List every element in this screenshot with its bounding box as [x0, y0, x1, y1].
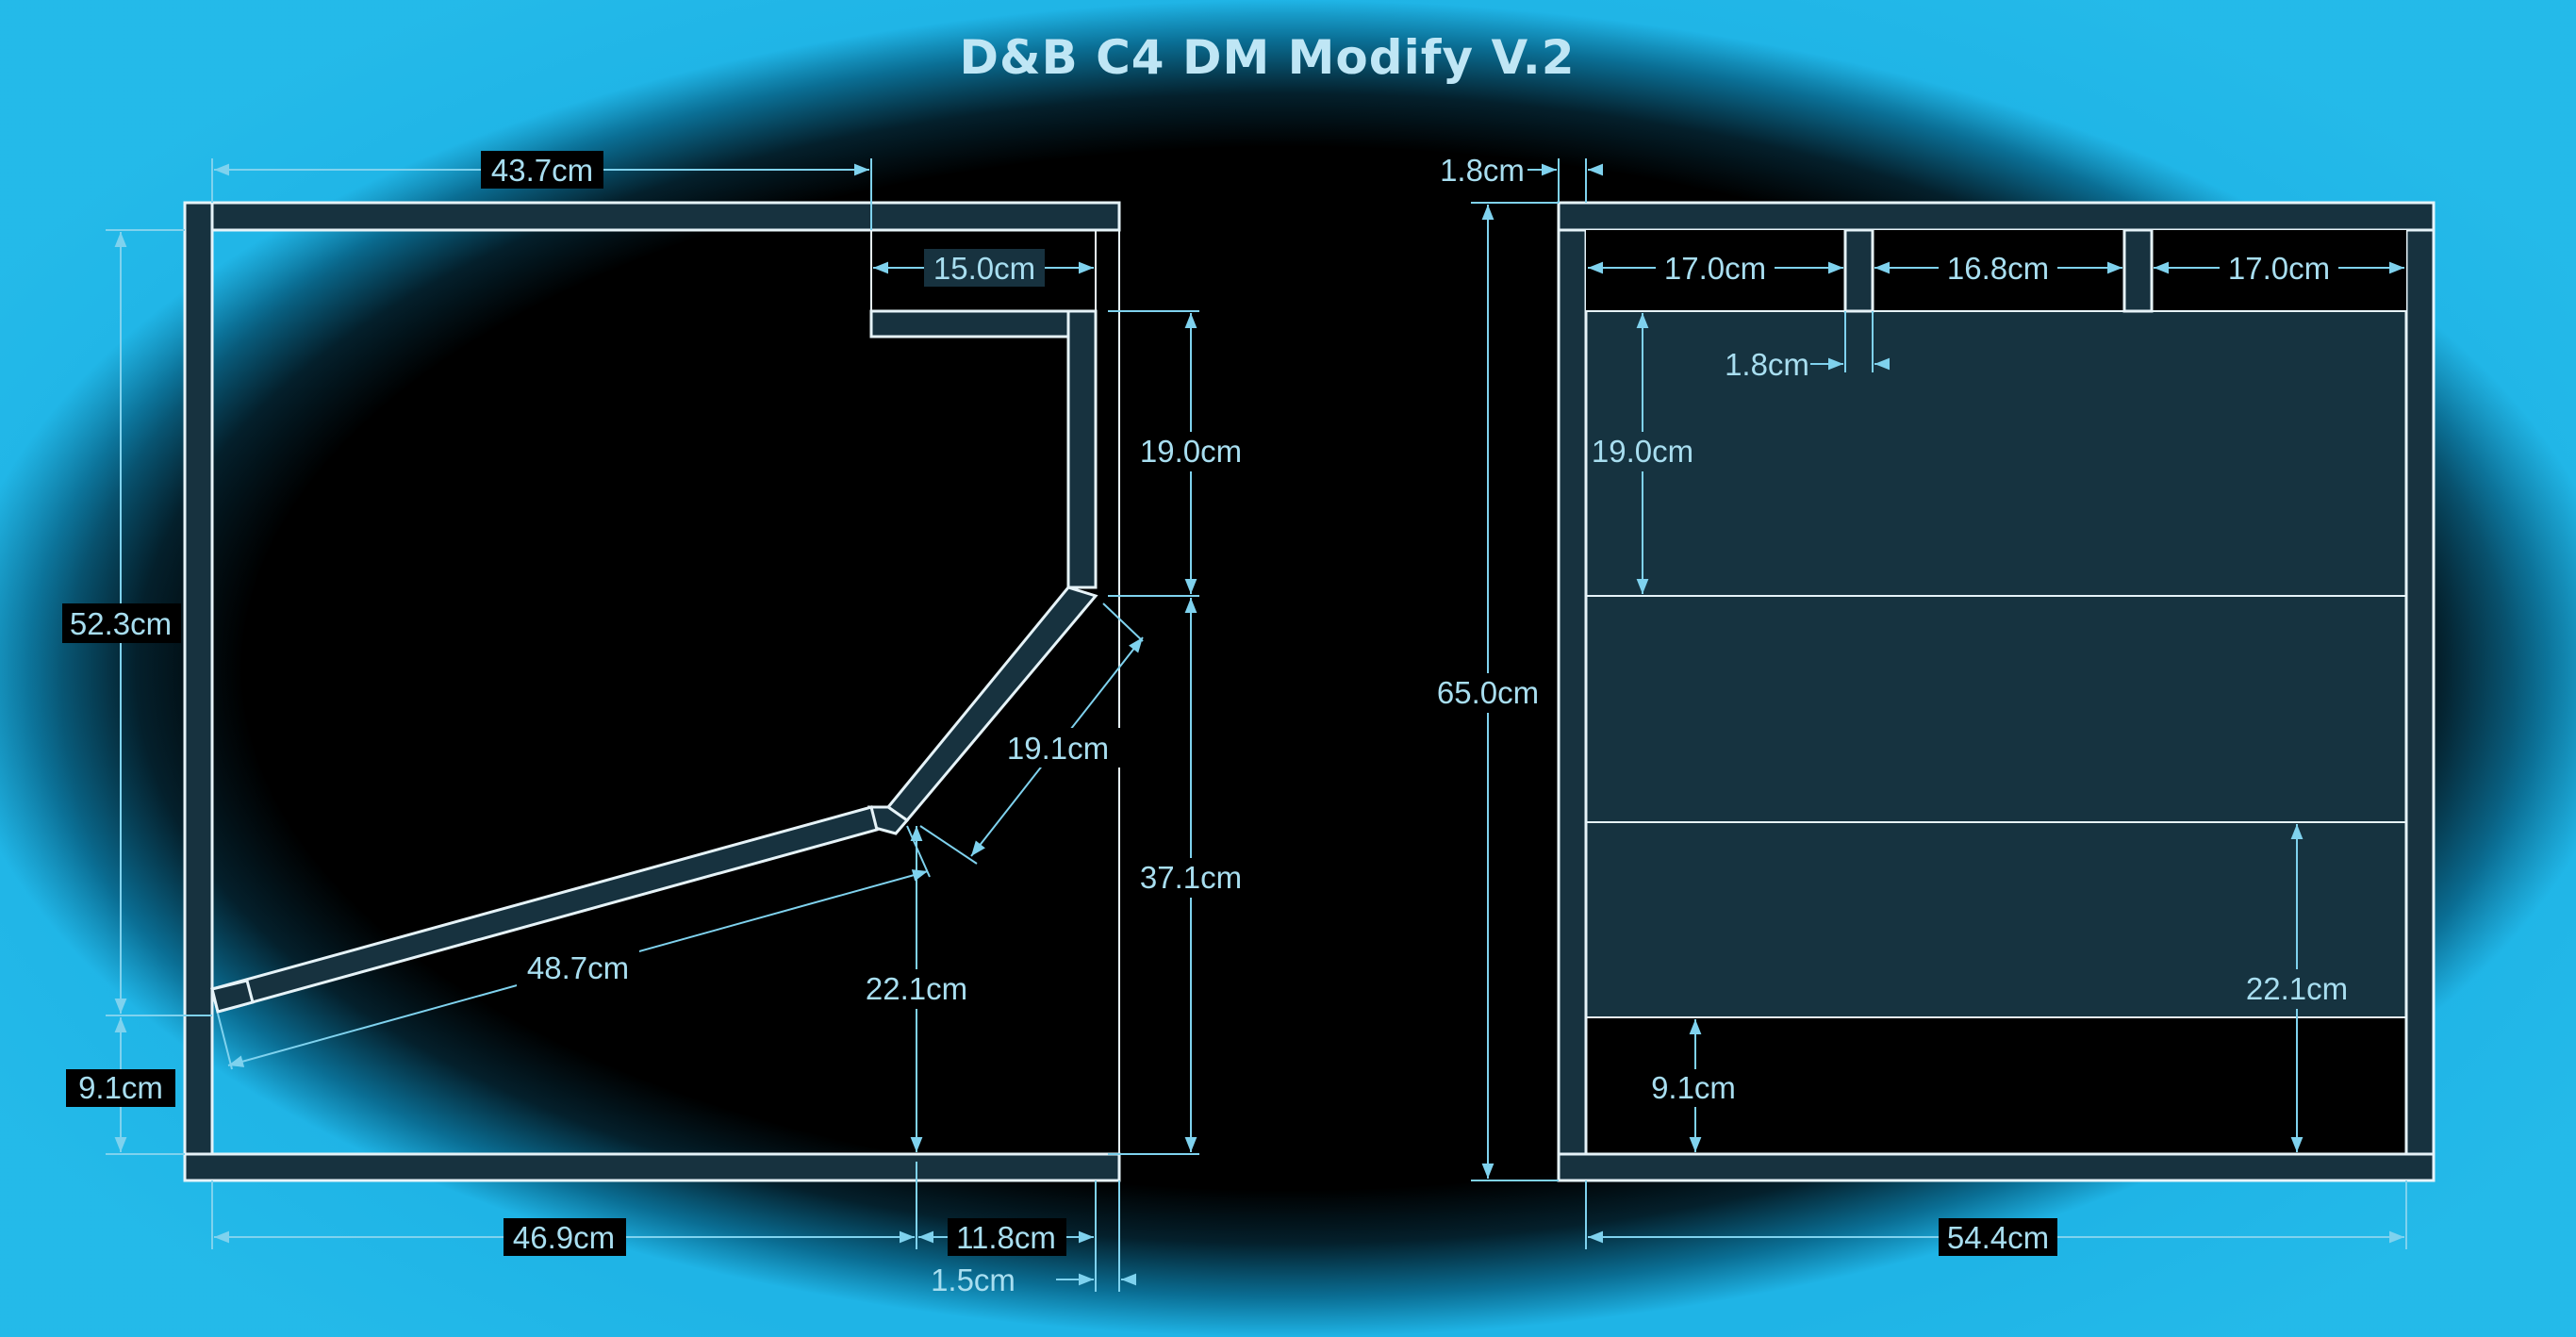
- front-view: 17.0cm 16.8cm 17.0cm 1.8cm 19.0cm 1.8cm …: [1428, 153, 2436, 1256]
- side-view: 43.7cm 15.0cm 52.3cm 9.1cm 19.0cm 37.1cm…: [62, 151, 1250, 1297]
- label-bg: [2237, 969, 2357, 1009]
- top-lip-board: [869, 309, 1098, 338]
- dim-label-col-right: 17.0cm: [2228, 251, 2330, 286]
- dim-label-col-mid: 16.8cm: [1947, 251, 2049, 286]
- label-bg: [1656, 249, 1775, 287]
- label-bg: [1592, 432, 1705, 471]
- dim-label-angled-panel: 19.1cm: [1007, 731, 1109, 766]
- dim-label-inner-height: 22.1cm: [866, 971, 967, 1006]
- dim-label-top-width: 43.7cm: [491, 153, 593, 188]
- label-bg: [856, 969, 977, 1009]
- label-bg: [1939, 1218, 2057, 1256]
- front-fill: [1586, 230, 2406, 1017]
- divider-right: [2122, 228, 2154, 313]
- front-bottom-board: [1557, 1152, 2436, 1182]
- label-bg: [1131, 858, 1250, 898]
- dim-label-front-board: 1.8cm: [1440, 153, 1525, 188]
- label-bg: [481, 151, 603, 189]
- label-bg: [2220, 249, 2338, 287]
- angled-board: [885, 586, 1098, 823]
- divider-left: [1843, 228, 1874, 313]
- label-bg: [504, 1218, 626, 1256]
- ext-line: [919, 825, 978, 865]
- dim-label-bottom-right: 11.8cm: [956, 1220, 1056, 1255]
- bottom-board: [183, 1152, 1121, 1182]
- dim-label-top-lip: 15.0cm: [933, 251, 1035, 286]
- dim-label-front-height: 65.0cm: [1437, 675, 1539, 710]
- front-top-board: [1557, 201, 2436, 232]
- dim-label-front-width: 54.4cm: [1947, 1220, 2049, 1255]
- front-vertical-board: [1066, 309, 1098, 589]
- label-bg: [1131, 432, 1250, 471]
- dim-label-upper-right: 19.0cm: [1140, 434, 1242, 469]
- label-bg: [948, 1218, 1066, 1256]
- dim-label-board: 1.5cm: [931, 1263, 1016, 1297]
- dim-label-bottom-gap: 9.1cm: [1651, 1070, 1736, 1105]
- label-bg: [517, 949, 639, 988]
- ext-line: [906, 825, 931, 878]
- dim-label-height: 52.3cm: [70, 606, 172, 641]
- label-bg: [924, 249, 1045, 287]
- front-left-board: [1557, 201, 1588, 1182]
- dim-label-divider: 1.8cm: [1725, 347, 1809, 382]
- front-right-board: [2404, 201, 2436, 1182]
- dim-label-col-left: 17.0cm: [1664, 251, 1766, 286]
- label-bg: [62, 603, 181, 643]
- dim-label-bottom-height: 9.1cm: [78, 1070, 163, 1105]
- label-bg: [1939, 249, 2057, 287]
- long-board-end: [210, 979, 255, 1014]
- label-bg: [1643, 1069, 1748, 1107]
- dim-label-lower-section: 22.1cm: [2246, 971, 2348, 1006]
- top-board: [183, 201, 1121, 232]
- dim-label-long-panel: 48.7cm: [527, 950, 629, 985]
- ext-line: [217, 1013, 233, 1070]
- dim-label-upper-section: 19.0cm: [1592, 434, 1693, 469]
- dim-label-bottom-width: 46.9cm: [513, 1220, 615, 1255]
- left-board: [183, 201, 214, 1182]
- label-bg: [1428, 673, 1548, 713]
- label-bg: [66, 1069, 175, 1107]
- dim-label-lower-right: 37.1cm: [1140, 860, 1242, 895]
- label-bg: [998, 728, 1120, 768]
- diagram-title: D&B C4 DM Modify V.2: [959, 30, 1575, 85]
- ext-line: [1102, 602, 1144, 642]
